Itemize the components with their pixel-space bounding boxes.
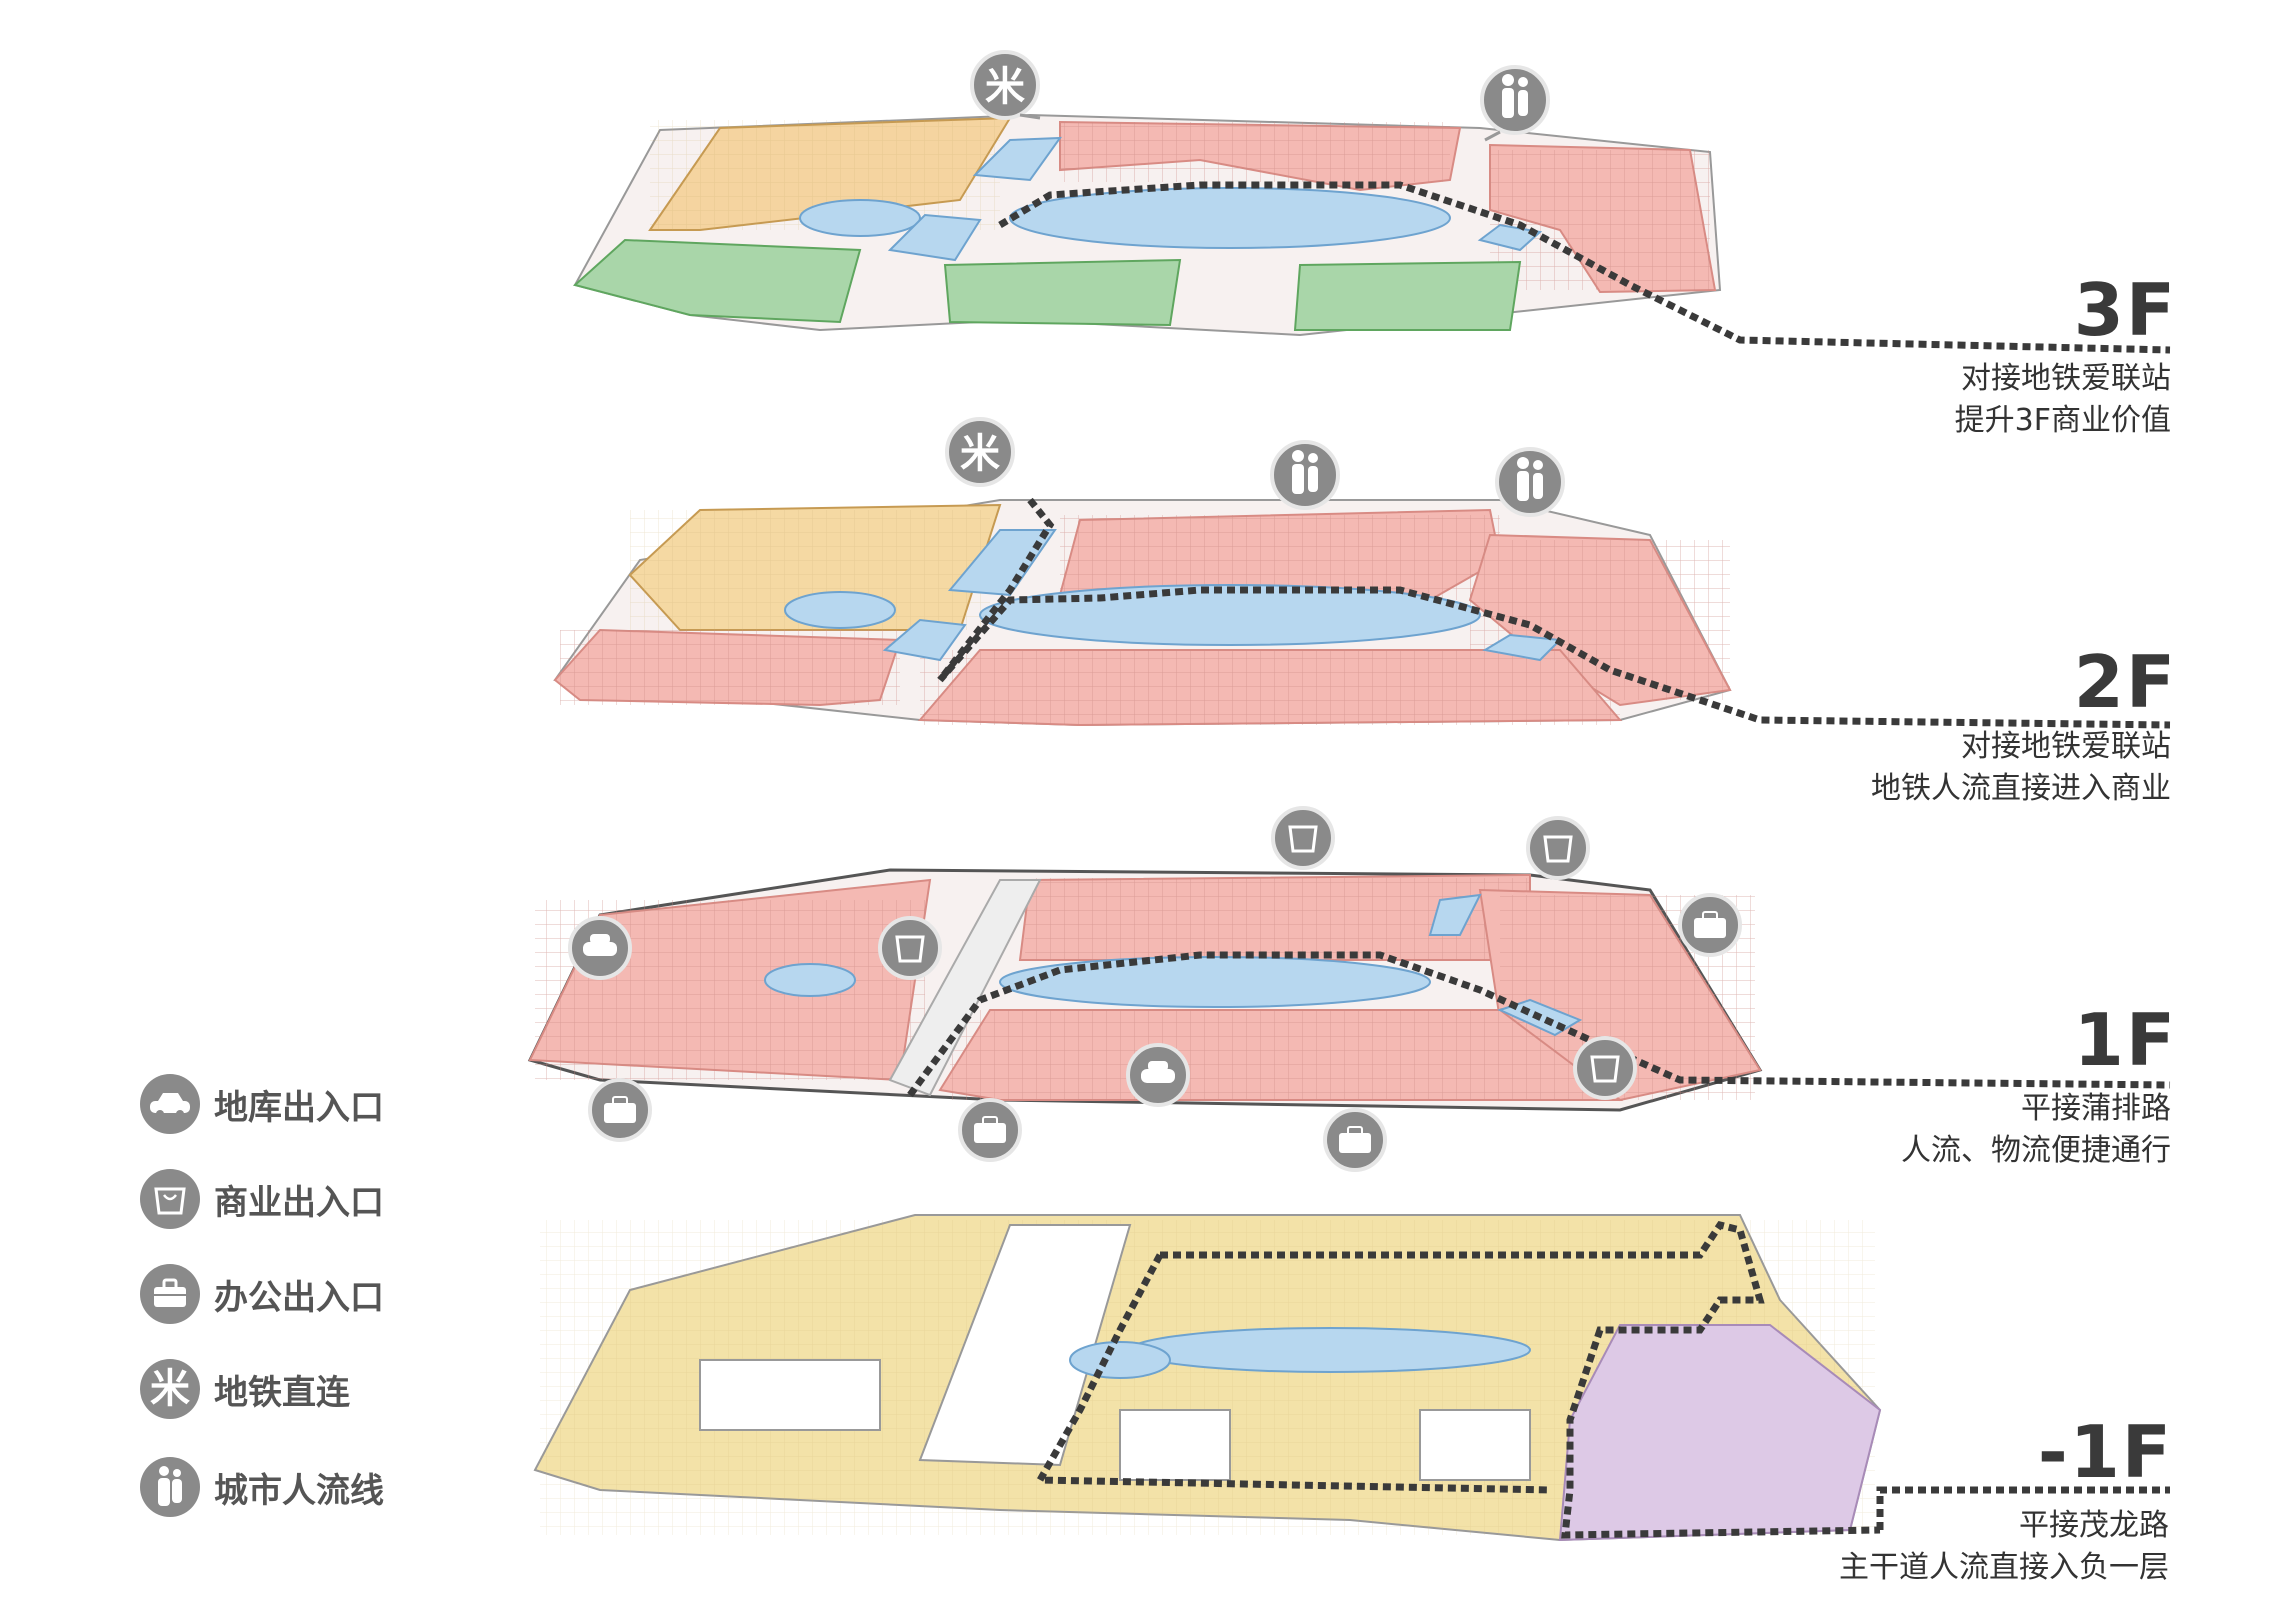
legend-label: 办公出入口 [214, 1277, 384, 1318]
legend-item-parking: 地库出入口 [140, 1072, 384, 1136]
briefcase-icon [140, 1264, 200, 1324]
pedestrian-marker-2f-a [1270, 440, 1340, 510]
floor-b1-plan [533, 1214, 2170, 1542]
floor-desc-1f-line2: 人流、物流便捷通行 [1901, 1133, 2171, 1168]
floor-desc-1f: 平接蒲排路 人流、物流便捷通行 [1901, 1088, 2171, 1172]
pedestrian-marker-2f-b [1495, 447, 1565, 517]
car-icon [140, 1074, 200, 1134]
floor-1f-plan [527, 868, 2171, 1112]
floor-label-b1: -1F [2037, 1410, 2173, 1494]
metro-marker-2f: 米 [945, 417, 1015, 487]
entrance-markers-1f [568, 806, 1742, 1172]
shopping-bag-icon [140, 1169, 200, 1229]
pedestrian-marker-3f [1480, 65, 1550, 142]
legend-label: 城市人流线 [214, 1470, 384, 1511]
floor-desc-3f-line2: 提升3F商业价值 [1954, 403, 2171, 438]
svg-text:米: 米 [960, 431, 1000, 477]
floor-desc-b1-line1: 平接茂龙路 [2019, 1508, 2169, 1543]
floor-desc-b1-line2: 主干道人流直接入负一层 [1839, 1550, 2169, 1585]
legend-label: 地铁直连 [214, 1372, 350, 1413]
pedestrian-icon [140, 1457, 200, 1517]
metro-icon: 米 [140, 1359, 200, 1419]
legend-item-office: 办公出入口 [140, 1262, 384, 1326]
floor-label-1f: 1F [2073, 998, 2177, 1082]
floor-3f-plan [572, 113, 2171, 354]
legend-item-metro: 米 地铁直连 [140, 1357, 350, 1421]
floor-desc-1f-line1: 平接蒲排路 [2021, 1091, 2171, 1126]
floor-desc-b1: 平接茂龙路 主干道人流直接入负一层 [1839, 1505, 2169, 1589]
floor-desc-3f: 对接地铁爱联站 提升3F商业价值 [1955, 358, 2171, 442]
floor-desc-2f: 对接地铁爱联站 地铁人流直接进入商业 [1871, 726, 2171, 810]
floor-desc-3f-line1: 对接地铁爱联站 [1961, 361, 2171, 396]
svg-text:米: 米 [985, 64, 1025, 110]
legend-label: 商业出入口 [214, 1182, 384, 1223]
legend-label: 地库出入口 [214, 1087, 384, 1128]
floor-desc-2f-line1: 对接地铁爱联站 [1961, 729, 2171, 764]
floor-desc-2f-line2: 地铁人流直接进入商业 [1871, 771, 2171, 806]
floor-label-2f: 2F [2073, 640, 2177, 724]
floor-2f-plan [553, 497, 2171, 729]
legend-item-pedestrian: 城市人流线 [140, 1455, 384, 1519]
legend-item-retail: 商业出入口 [140, 1167, 384, 1231]
metro-marker-3f: 米 [970, 50, 1041, 120]
floor-label-3f: 3F [2073, 268, 2177, 352]
